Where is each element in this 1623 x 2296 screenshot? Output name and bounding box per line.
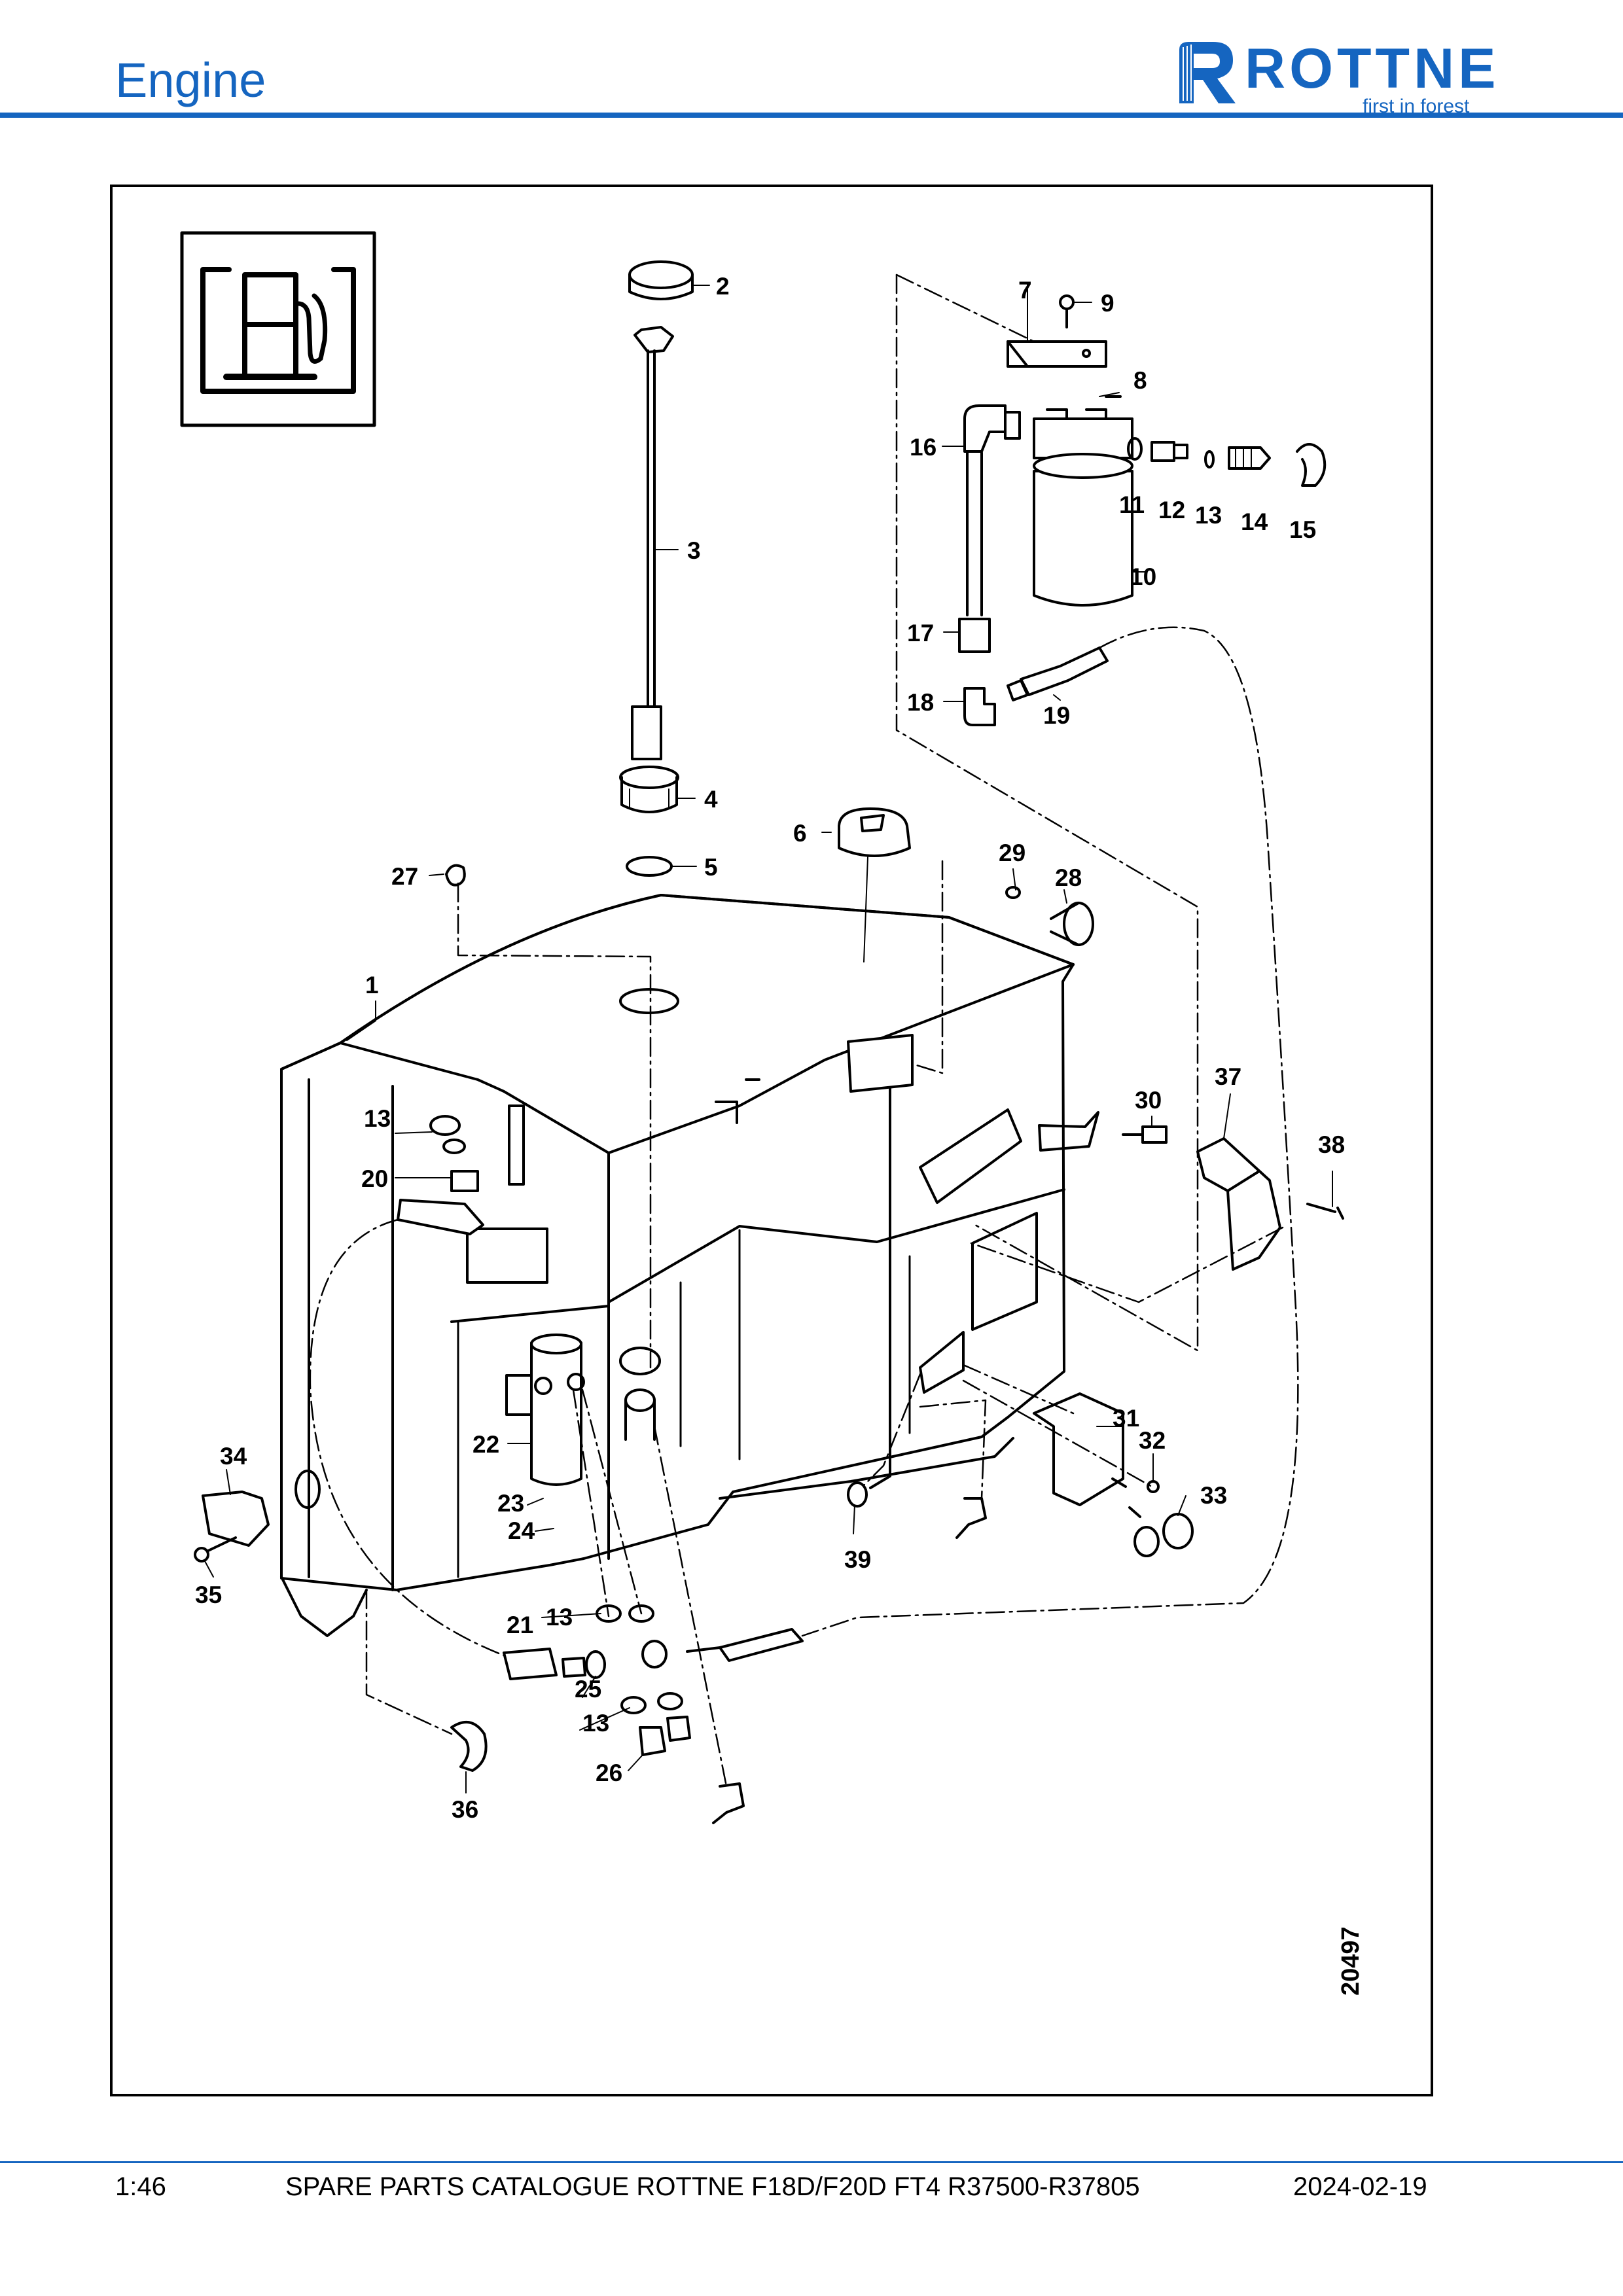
callout-1: 1 xyxy=(365,972,379,998)
callout-13: 13 xyxy=(1195,502,1222,529)
callout-27: 27 xyxy=(391,863,418,890)
callout-29: 29 xyxy=(999,839,1026,866)
callout-38: 38 xyxy=(1318,1131,1345,1158)
fuel-tank-body xyxy=(280,894,1075,1637)
page-title: Engine xyxy=(115,53,266,107)
callout-16: 16 xyxy=(910,434,936,461)
callout-17: 17 xyxy=(907,620,934,646)
catalogue-date: 2024-02-19 xyxy=(1293,2172,1427,2201)
fuel-tank-icon xyxy=(180,231,376,427)
callout-30: 30 xyxy=(1135,1087,1162,1114)
callout-14: 14 xyxy=(1241,508,1268,535)
callout-22: 22 xyxy=(473,1431,499,1458)
callout-34: 34 xyxy=(220,1443,247,1470)
brand-logo: ROTTNE first in forest xyxy=(1171,35,1512,117)
callout-11: 11 xyxy=(1119,491,1145,518)
callout-39: 39 xyxy=(844,1546,871,1573)
callout-13-lower-b: 13 xyxy=(582,1710,609,1737)
callout-21: 21 xyxy=(507,1612,533,1638)
callout-36: 36 xyxy=(452,1796,478,1823)
drawing-number: 20497 xyxy=(1337,1926,1364,1996)
callout-37: 37 xyxy=(1215,1063,1241,1090)
callout-24: 24 xyxy=(508,1517,535,1544)
footer-divider xyxy=(0,2161,1623,2163)
callout-2: 2 xyxy=(716,273,730,300)
exploded-parts-diagram: 1 2 3 4 5 6 7 8 9 10 11 12 13 14 15 16 1… xyxy=(180,231,1364,1996)
callout-23: 23 xyxy=(497,1490,524,1517)
diagram-frame xyxy=(110,185,1433,2096)
callout-6: 6 xyxy=(793,820,807,847)
callout-31: 31 xyxy=(1113,1405,1139,1432)
rottne-r-emblem-icon xyxy=(1179,42,1236,103)
callout-33: 33 xyxy=(1200,1482,1227,1509)
callout-19: 19 xyxy=(1043,702,1070,729)
callout-18: 18 xyxy=(907,689,934,716)
brand-name: ROTTNE xyxy=(1245,37,1500,100)
callout-13-upper-left: 13 xyxy=(364,1105,391,1132)
callout-7: 7 xyxy=(1018,277,1032,304)
callout-labels: 1 2 3 4 5 6 7 8 9 10 11 12 13 14 15 16 1… xyxy=(195,273,1345,1823)
callout-4: 4 xyxy=(704,786,718,813)
callout-12: 12 xyxy=(1158,497,1185,523)
callout-9: 9 xyxy=(1101,290,1115,317)
catalogue-title: SPARE PARTS CATALOGUE ROTTNE F18D/F20D F… xyxy=(285,2172,1140,2201)
callout-28: 28 xyxy=(1055,864,1082,891)
callout-32: 32 xyxy=(1139,1427,1166,1454)
callout-20: 20 xyxy=(361,1165,388,1192)
header-divider xyxy=(0,113,1623,118)
callout-8: 8 xyxy=(1133,367,1147,394)
callout-3: 3 xyxy=(687,537,701,564)
callout-15: 15 xyxy=(1289,516,1316,543)
page-number: 1:46 xyxy=(115,2172,166,2201)
callout-26: 26 xyxy=(596,1759,622,1786)
callout-10: 10 xyxy=(1130,563,1156,590)
callout-25: 25 xyxy=(575,1676,601,1703)
callout-13-lower-a: 13 xyxy=(546,1604,573,1631)
filter-assembly xyxy=(958,294,1327,726)
callout-5: 5 xyxy=(704,854,718,881)
callout-35: 35 xyxy=(195,1581,222,1608)
